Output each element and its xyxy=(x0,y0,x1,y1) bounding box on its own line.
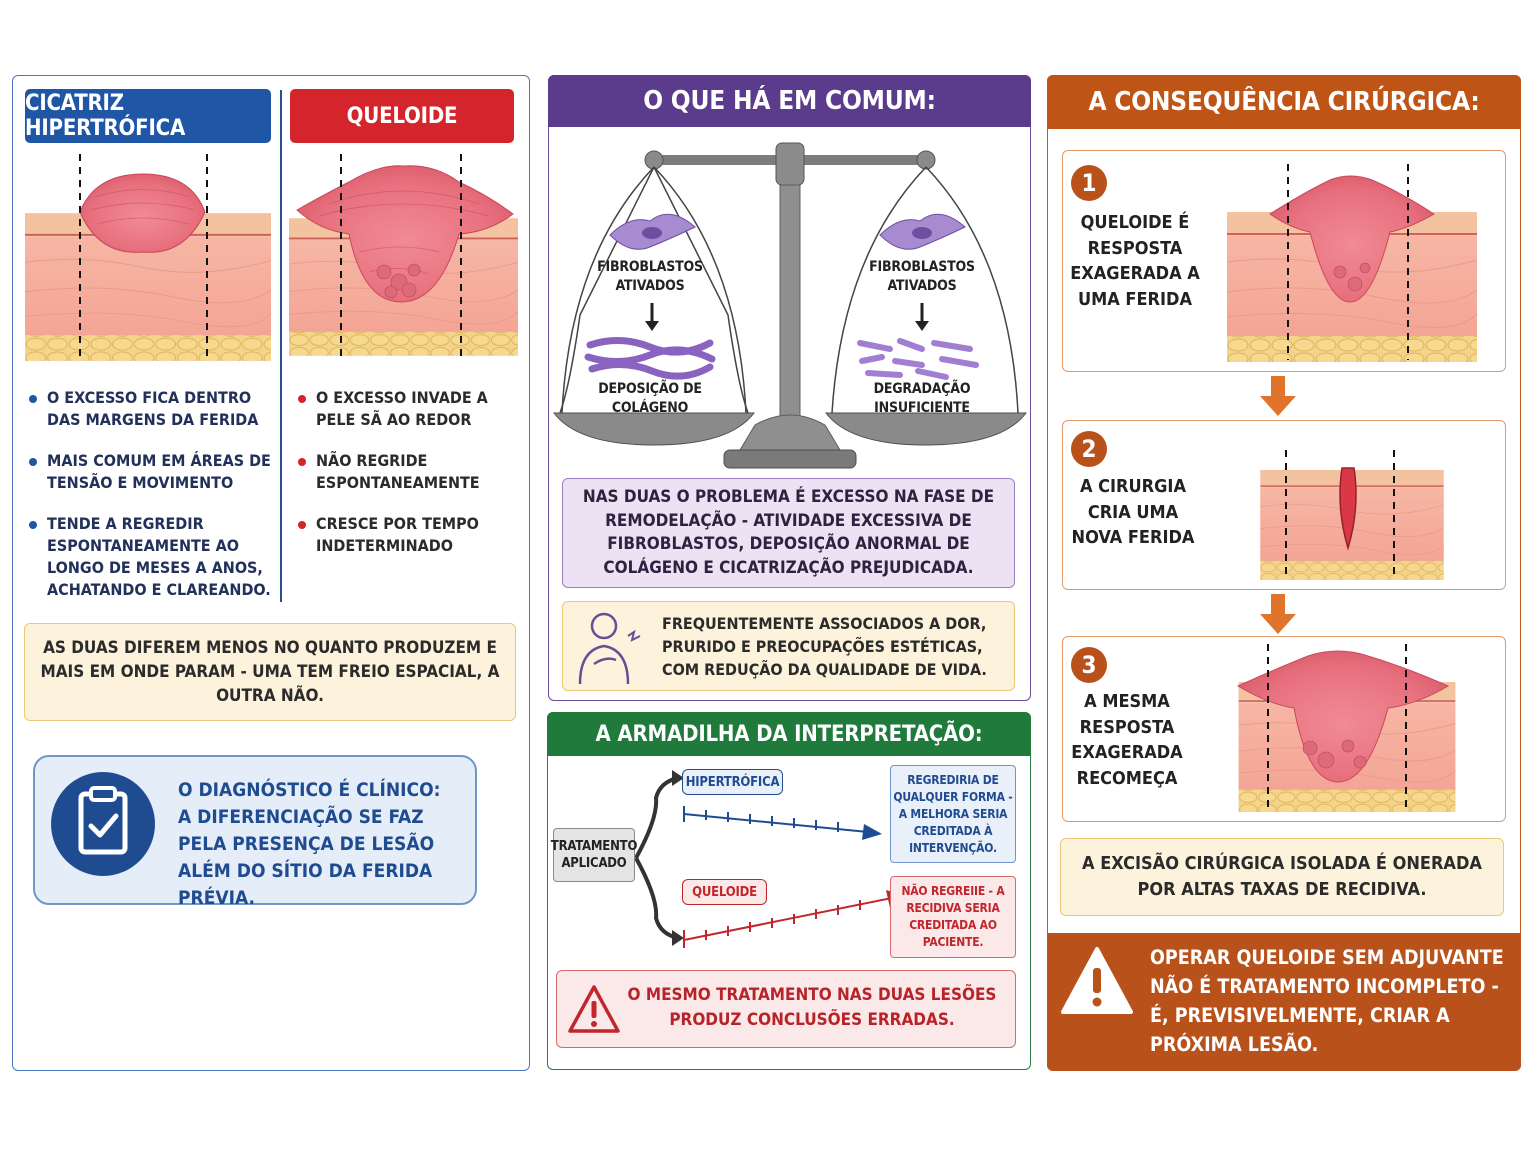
step-3-number: 3 xyxy=(1071,647,1107,683)
keloid-outcome: NÃO REGREIIE - A RECIDIVA SERIA CREDITAD… xyxy=(890,876,1016,958)
hypertrophic-bullets: O EXCESSO FICA DENTRO DAS MARGENS DA FER… xyxy=(25,387,275,620)
clipboard-check-icon xyxy=(51,772,155,876)
hypertrophic-title: CICATRIZ HIPERTRÓFICA xyxy=(25,89,271,143)
trap-warning-text: O MESMO TRATAMENTO NAS DUAS LESÕES PRODU… xyxy=(627,985,997,1030)
hypertrophic-outcome: REGREDIRIA DE QUALQUER FORMA - A MELHORA… xyxy=(890,765,1016,863)
left-pan-top-label: FIBROBLASTOS ATIVADOS xyxy=(597,259,703,294)
bullet-item: MAIS COMUM EM ÁREAS DE TENSÃO E MOVIMENT… xyxy=(25,450,275,494)
person-pain-icon xyxy=(578,612,641,685)
common-summary: NAS DUAS O PROBLEMA É EXCESSO NA FASE DE… xyxy=(562,478,1015,588)
balance-scale-illustration xyxy=(552,142,1028,469)
step-3-keloid-illustration xyxy=(1236,644,1457,812)
right-pan-top-label: FIBROBLASTOS ATIVADOS xyxy=(869,259,975,294)
warning-icon xyxy=(568,985,620,1033)
keloid-bullets: O EXCESSO INVADE A PELE SÃ AO REDOR NÃO … xyxy=(294,387,524,576)
bullet-item: NÃO REGRIDE ESPONTANEAMENTE xyxy=(294,450,524,494)
diagnosis-body: A DIFERENCIAÇÃO SE FAZ PELA PRESENÇA DE … xyxy=(178,806,435,909)
associated-box xyxy=(562,601,1015,691)
bullet-item: CRESCE POR TEMPO INDETERMINADO xyxy=(294,513,524,557)
step-1-keloid-illustration xyxy=(1225,164,1479,362)
step-3-text: A MESMA RESPOSTA EXAGERADA RECOMEÇA xyxy=(1071,691,1183,789)
final-warning-text: OPERAR QUELOIDE SEM ADJUVANTE NÃO É TRAT… xyxy=(1150,946,1504,1056)
surgery-title: A CONSEQUÊNCIA CIRÚRGICA: xyxy=(1047,75,1521,129)
warning-icon xyxy=(1061,947,1133,1014)
step-2-number: 2 xyxy=(1071,431,1107,467)
diagnosis-text: O DIAGNÓSTICO É CLÍNICO: A DIFERENCIAÇÃO… xyxy=(178,777,468,912)
step-2-text: A CIRURGIA CRIA UMA NOVA FERIDA xyxy=(1071,476,1195,548)
keloid-chip: QUELOIDE xyxy=(682,879,767,905)
excision-note: A EXCISÃO CIRÚRGICA ISOLADA É ONERADA PO… xyxy=(1060,838,1504,916)
common-title: O QUE HÁ EM COMUM: xyxy=(548,75,1031,127)
column-divider xyxy=(280,90,282,602)
difference-note: AS DUAS DIFEREM MENOS NO QUANTO PRODUZEM… xyxy=(24,623,516,721)
step-2-incision-illustration xyxy=(1259,450,1445,580)
step-1-number: 1 xyxy=(1071,165,1107,201)
diagnosis-title: O DIAGNÓSTICO É CLÍNICO: xyxy=(178,779,441,801)
treatment-chip: TRATAMENTO APLICADO xyxy=(551,828,637,882)
hypertrophic-chip: HIPERTRÓFICA xyxy=(682,769,783,795)
keloid-illustration xyxy=(289,154,518,360)
trap-warning-box xyxy=(556,970,1016,1048)
hypertrophic-scar-illustration xyxy=(25,154,271,362)
bullet-item: O EXCESSO INVADE A PELE SÃ AO REDOR xyxy=(294,387,524,431)
down-arrow-icon xyxy=(1260,376,1296,416)
step-1-text: QUELOIDE É RESPOSTA EXAGERADA A UMA FERI… xyxy=(1070,212,1200,310)
keloid-title: QUELOIDE xyxy=(290,89,514,143)
down-arrow-icon xyxy=(1260,594,1296,634)
right-pan-bottom-label: DEGRADAÇÃO INSUFICIENTE xyxy=(873,381,971,416)
bullet-item: TENDE A REGREDIR ESPONTANEAMENTE AO LONG… xyxy=(25,513,275,601)
associated-text: FREQUENTEMENTE ASSOCIADOS A DOR, PRURIDO… xyxy=(662,614,987,679)
left-pan-bottom-label: DEPOSIÇÃO DE COLÁGENO xyxy=(598,381,702,416)
trap-title: A ARMADILHA DA INTERPRETAÇÃO: xyxy=(547,712,1031,756)
bullet-item: O EXCESSO FICA DENTRO DAS MARGENS DA FER… xyxy=(25,387,275,431)
